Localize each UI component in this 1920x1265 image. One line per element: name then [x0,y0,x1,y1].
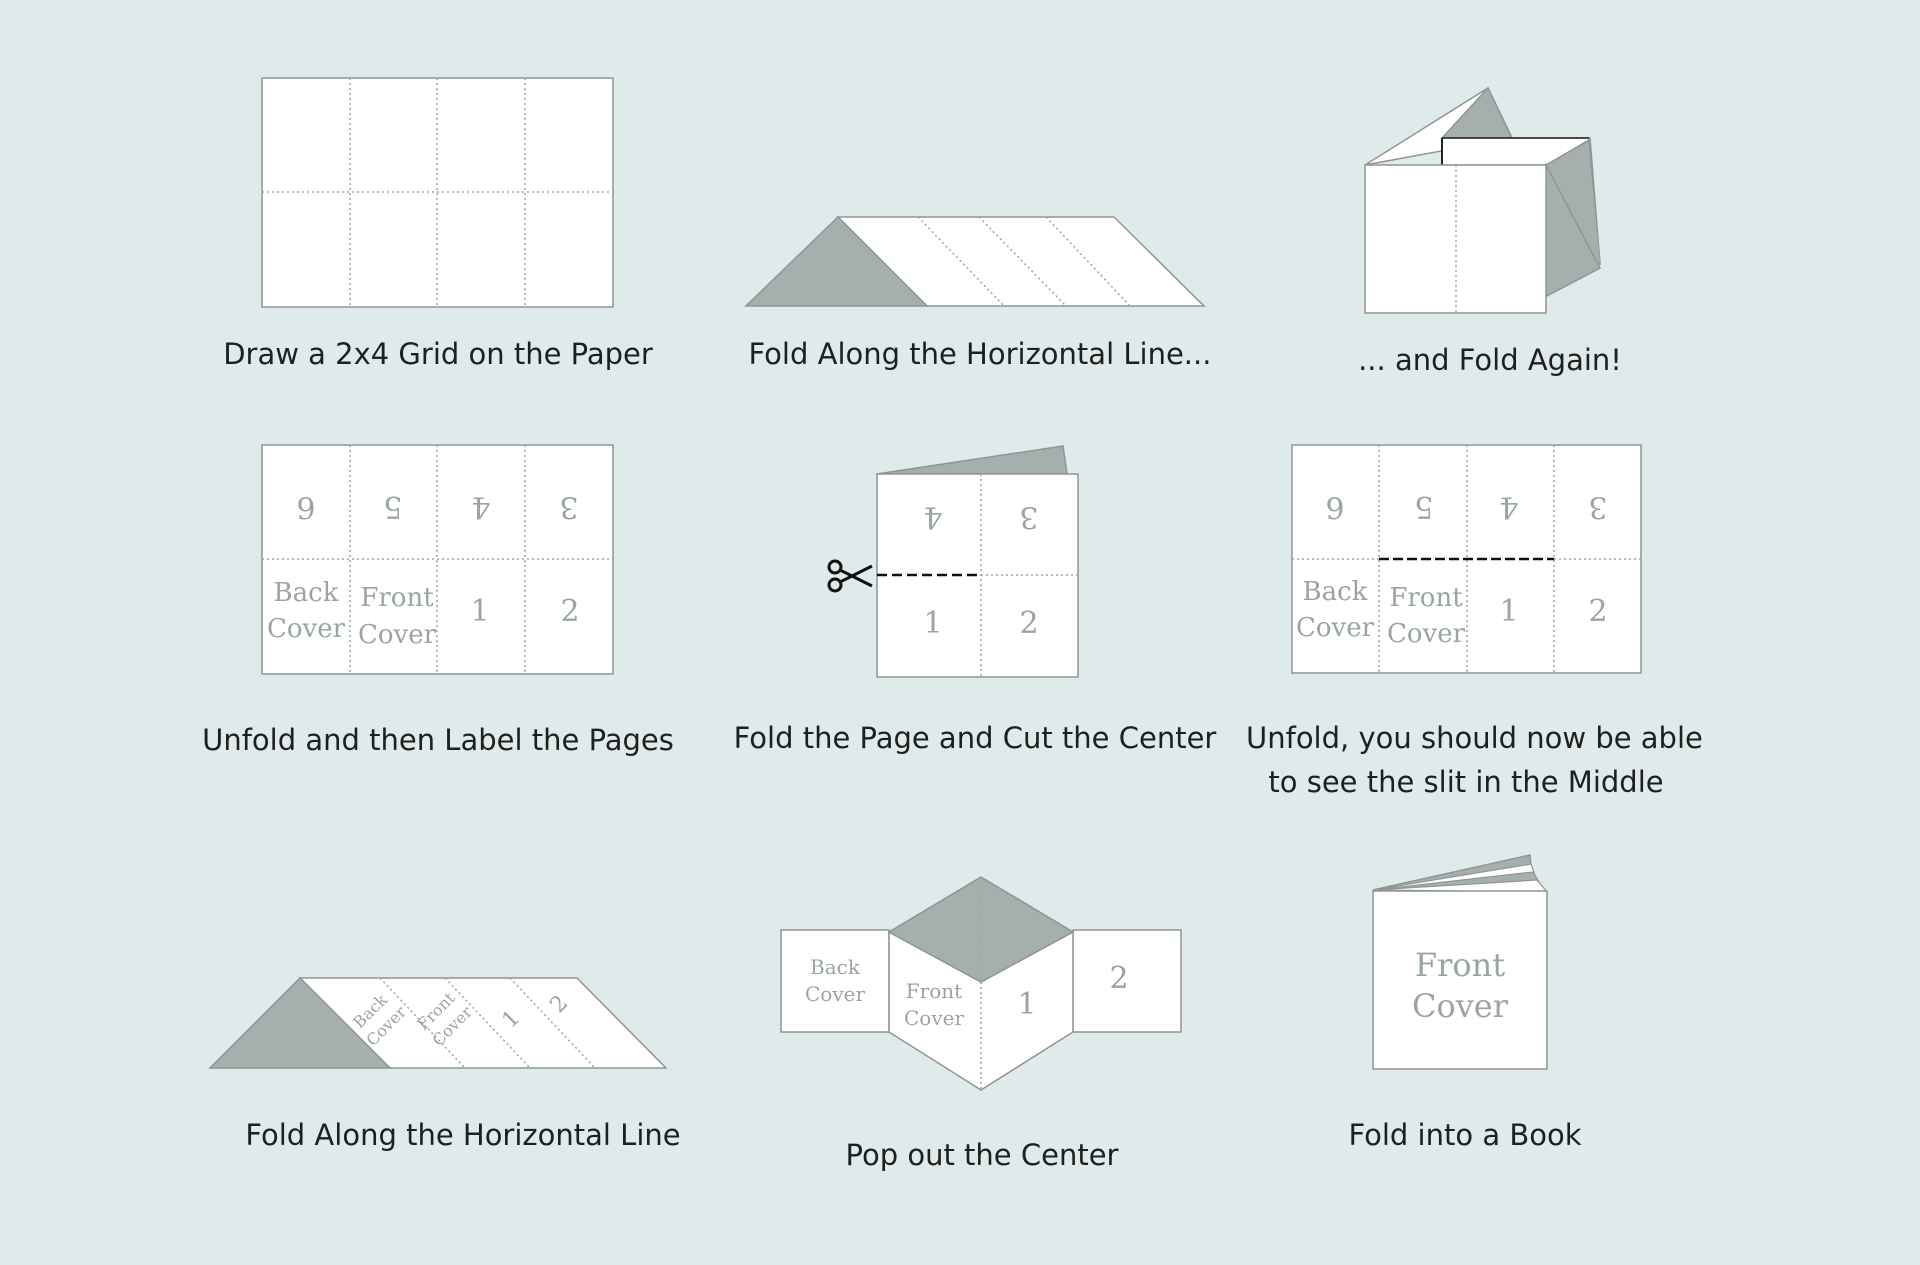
step-6-caption: Unfold, you should now be able to see th… [1246,721,1703,799]
step-4-front-cover-line1: Front [360,583,434,613]
step-8-front-cover-line2: Cover [904,1006,964,1030]
step-5-page-1: 1 [923,606,942,641]
step-5-fold-and-cut: 4 3 1 2 [827,445,1079,678]
step-9-finished-book: Front Cover [1372,854,1549,1070]
step-4-caption: Unfold and then Label the Pages [202,723,674,757]
step-6-back-cover-line2: Cover [1296,613,1375,643]
step-6-page-1: 1 [1499,594,1518,629]
step-4-page-2: 2 [560,594,579,629]
step-7-caption: Fold Along the Horizontal Line [245,1118,681,1152]
step-6-page-6: 6 [1325,489,1344,524]
step-9-front-cover-line1: Front [1415,946,1505,984]
step-4-page-5: 5 [383,489,402,524]
step-8-caption: Pop out the Center [845,1138,1119,1172]
step-4-back-cover-line1: Back [274,578,339,608]
step-6-front-cover-line1: Front [1389,583,1463,613]
step-7-folded-labelled-strip: Back Cover Front Cover 1 2 [208,976,668,1069]
step-4-page-4: 4 [471,489,490,524]
step-8-pop-out-center: Back Cover Front Cover 1 2 [780,876,1182,1091]
step-4-page-3: 3 [559,489,578,524]
step-6-page-5: 5 [1414,489,1433,524]
step-1-caption: Draw a 2x4 Grid on the Paper [223,337,653,371]
step-6-page-4: 4 [1499,489,1518,524]
step-5-page-3: 3 [1019,499,1038,534]
step-3-caption: ... and Fold Again! [1358,343,1622,377]
step-5-page-4: 4 [923,499,942,534]
step-8-front-cover-line1: Front [906,979,962,1003]
step-9-front-cover-line2: Cover [1412,987,1509,1025]
step-3-accordion-fold [1364,86,1602,314]
step-6-page-3: 3 [1588,489,1607,524]
step-4-page-1: 1 [470,594,489,629]
step-4-page-6: 6 [296,489,315,524]
step-4-labelled-grid: 6 5 4 3 Back Cover Front Cover 1 2 [261,444,614,675]
step-4-back-cover-line2: Cover [267,614,346,644]
step-8-page-2: 2 [1109,961,1128,996]
step-2-folded-strip [744,215,1206,307]
step-4-front-cover-line2: Cover [358,620,437,650]
step-6-unfolded-with-slit: 6 5 4 3 Back Cover Front Cover 1 2 [1291,444,1642,674]
scissors-icon [827,559,873,593]
step-8-page-1: 1 [1017,987,1036,1022]
step-5-caption: Fold the Page and Cut the Center [733,721,1217,755]
step-6-back-cover-line1: Back [1303,577,1368,607]
step-6-page-2: 2 [1588,594,1607,629]
step-5-page-2: 2 [1019,606,1038,641]
step-8-back-cover-line2: Cover [805,982,865,1006]
step-1-grid-paper [261,77,614,308]
step-6-front-cover-line2: Cover [1387,619,1466,649]
step-9-caption: Fold into a Book [1348,1118,1582,1152]
step-8-back-cover-line1: Back [810,955,861,979]
step-2-caption: Fold Along the Horizontal Line... [748,337,1212,371]
